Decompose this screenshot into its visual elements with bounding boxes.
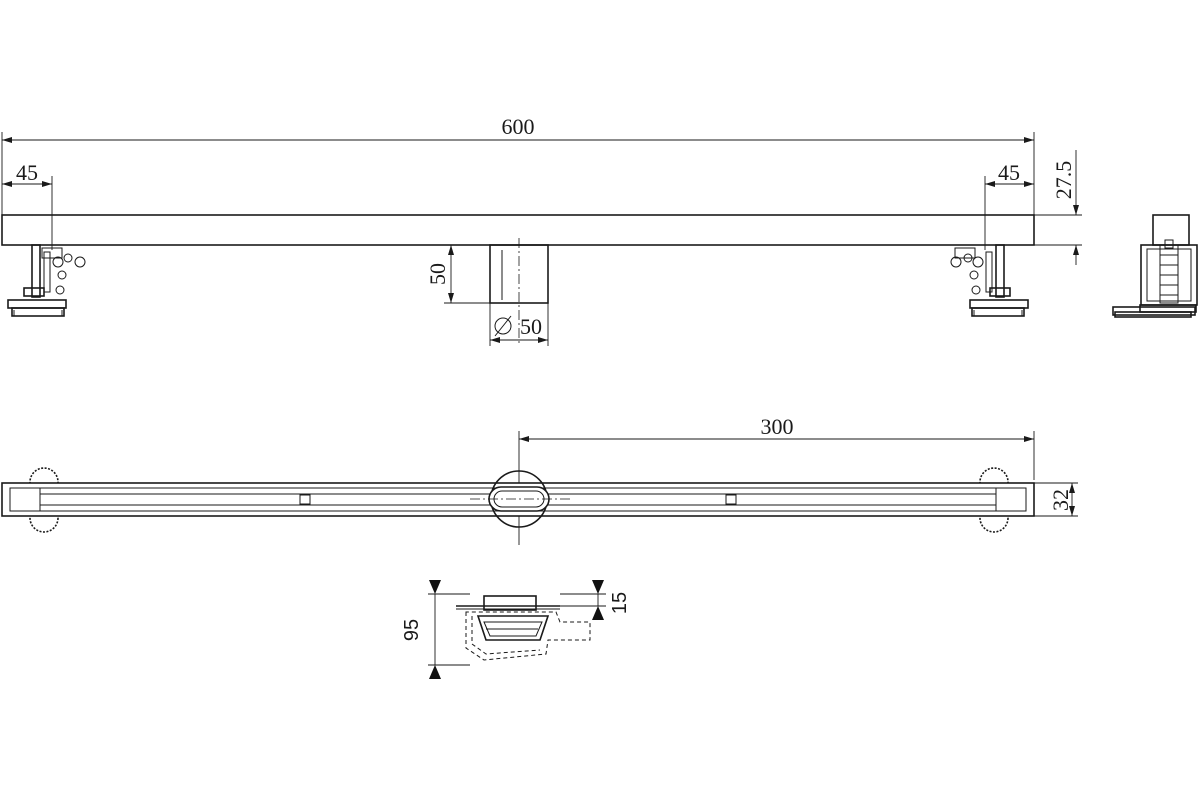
arrow-down-icon [592, 580, 604, 594]
arrow-up-icon [592, 606, 604, 620]
section-depth-label: 95 [401, 619, 423, 641]
section-view: 95 15 [401, 580, 631, 679]
side-foot-base [1112, 306, 1196, 316]
grate-clip [725, 494, 737, 505]
center-distance-label: 300 [761, 414, 794, 439]
channel-body [1, 214, 1035, 246]
left-adjustable-foot [7, 244, 86, 317]
overall-length-label: 600 [502, 114, 535, 139]
front-view: 600 45 45 27.5 50 50 [1, 114, 1082, 346]
right-offset-label: 45 [998, 160, 1020, 185]
top-view: 300 32 [1, 414, 1078, 545]
left-offset-label: 45 [16, 160, 38, 185]
grate-clip [299, 494, 311, 505]
section-body [476, 615, 550, 641]
side-foot-plate [1139, 304, 1197, 313]
channel-width-label: 32 [1048, 489, 1073, 511]
right-adjustable-foot [950, 244, 1029, 317]
side-nut [1164, 239, 1174, 249]
diameter-symbol-slash [494, 315, 512, 337]
channel-height-label: 27.5 [1051, 161, 1076, 200]
grate-depth-label: 15 [609, 592, 631, 614]
arrow-down-icon [429, 580, 441, 594]
diameter-symbol-icon [494, 317, 512, 335]
side-threaded-rod [1159, 244, 1179, 304]
outlet-height-label: 50 [425, 263, 450, 285]
section-hidden-inner [471, 616, 541, 655]
side-view [1112, 214, 1198, 318]
outlet-diameter-label: 50 [520, 314, 542, 339]
arrow-up-icon [429, 665, 441, 679]
section-hidden-outline [465, 611, 591, 661]
side-bracket-inner [1146, 248, 1192, 302]
section-grate [483, 595, 537, 611]
